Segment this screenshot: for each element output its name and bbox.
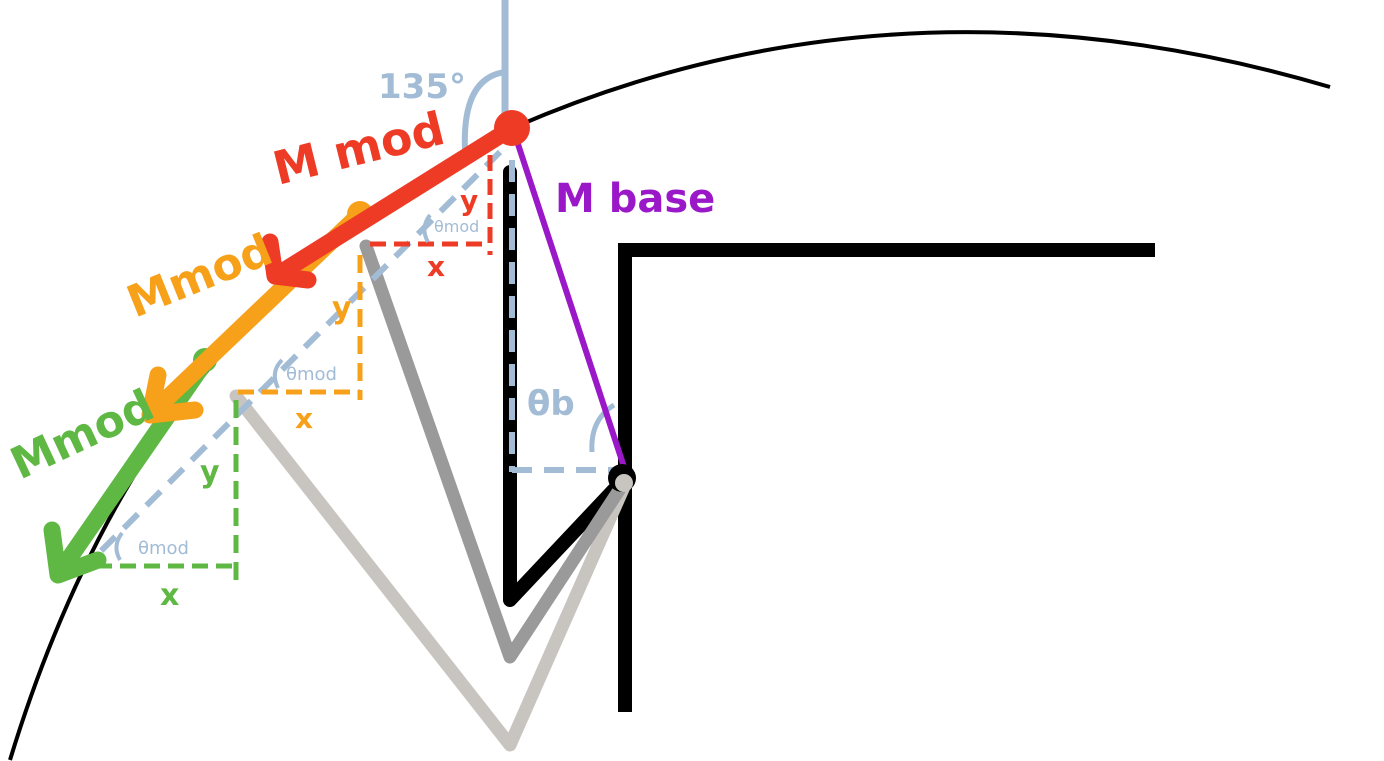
green-y-label: y bbox=[200, 455, 220, 490]
red-y-label: y bbox=[460, 184, 478, 217]
green-x-label: x bbox=[160, 578, 179, 613]
reach-arc bbox=[8, 30, 1331, 761]
pivot-joint-dot bbox=[494, 110, 530, 146]
base-joint-inner bbox=[615, 474, 633, 492]
m-mod-green-arrowhead bbox=[43, 521, 107, 584]
mod-hypotenuse-dashes bbox=[89, 149, 503, 563]
angle-135-label: 135° bbox=[378, 67, 466, 107]
arm-mid-ghost bbox=[359, 239, 634, 664]
arm-far-ghost bbox=[229, 389, 634, 752]
red-theta-label: θmod bbox=[434, 217, 479, 236]
green-theta-label: θmod bbox=[138, 538, 189, 559]
step-wall bbox=[618, 243, 1155, 712]
m-base-vector bbox=[512, 132, 628, 473]
theta-b-label: θb bbox=[527, 384, 575, 424]
orange-theta-label: θmod bbox=[286, 364, 337, 385]
green-theta-arc bbox=[114, 531, 124, 561]
theta-b-arc bbox=[589, 402, 616, 453]
orange-theta-arc bbox=[272, 358, 284, 389]
angle-135-arc bbox=[461, 69, 508, 153]
orange-y-label: y bbox=[332, 291, 352, 326]
red-x-label: x bbox=[427, 250, 445, 283]
m-mod-orange-arrowhead bbox=[141, 366, 204, 424]
red-theta-arc bbox=[422, 213, 432, 243]
m-mod-red-arrowhead bbox=[261, 233, 317, 289]
m-mod-red-vector bbox=[276, 119, 521, 279]
orange-x-label: x bbox=[295, 402, 313, 435]
m-base-label: M base bbox=[555, 176, 715, 222]
